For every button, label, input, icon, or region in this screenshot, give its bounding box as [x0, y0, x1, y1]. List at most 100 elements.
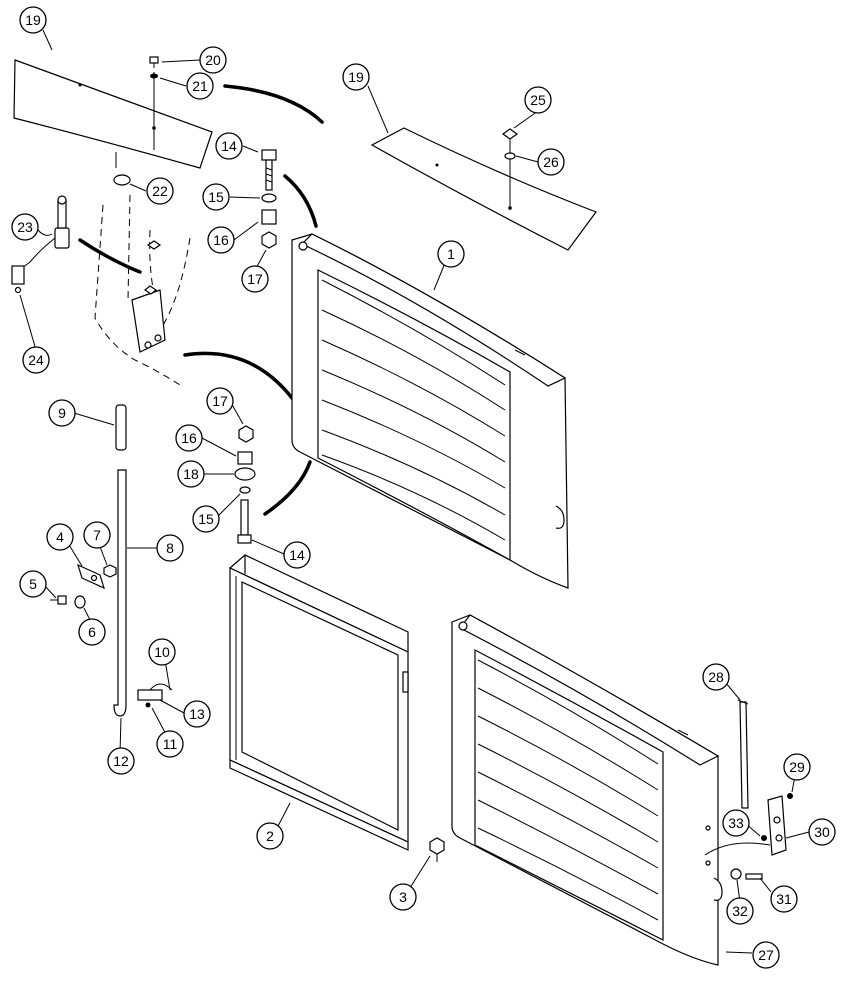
svg-text:22: 22 — [152, 183, 168, 199]
callout-15-lower: 15 — [192, 505, 220, 533]
bolt-14-lower — [237, 499, 252, 544]
callout-14-lower: 14 — [283, 541, 311, 569]
callout-17-top: 17 — [241, 265, 269, 293]
grille-upper — [291, 233, 569, 589]
svg-text:2: 2 — [266, 828, 274, 844]
callout-28: 28 — [702, 663, 730, 691]
motion-arc — [223, 84, 324, 124]
callout-11: 11 — [156, 730, 184, 758]
callout-30: 30 — [808, 818, 836, 846]
callout-6: 6 — [78, 618, 106, 646]
svg-text:3: 3 — [399, 889, 407, 905]
latch-30 — [704, 795, 787, 856]
svg-text:9: 9 — [58, 405, 66, 421]
callout-27: 27 — [752, 941, 780, 969]
callout-17-lower: 17 — [206, 387, 234, 415]
callouts: 19 20 21 22 23 24 14 15 16 17 19 25 26 1… — [11, 6, 836, 969]
cover-plate-right — [370, 127, 597, 251]
svg-text:29: 29 — [789, 759, 805, 775]
svg-text:14: 14 — [221, 138, 237, 154]
svg-text:19: 19 — [348, 69, 364, 85]
svg-text:15: 15 — [198, 511, 214, 527]
svg-text:28: 28 — [708, 669, 724, 685]
svg-text:4: 4 — [56, 529, 64, 545]
washer-15-top — [261, 193, 277, 203]
spacer-16-top — [261, 209, 277, 225]
screw-20 — [149, 56, 159, 68]
bracket-4 — [77, 563, 105, 590]
nut-17-top — [261, 231, 277, 249]
plug-22 — [113, 174, 131, 186]
callout-25: 25 — [524, 86, 552, 114]
nut-33 — [761, 835, 767, 841]
pin-11 — [145, 702, 151, 708]
callout-16-top: 16 — [207, 226, 235, 254]
bolt-31 — [745, 873, 763, 880]
bolt-14-top — [261, 149, 277, 191]
svg-text:10: 10 — [154, 644, 170, 660]
grille-lower — [451, 614, 723, 966]
callout-14-top: 14 — [215, 132, 243, 160]
nut-29 — [787, 793, 793, 799]
svg-text:21: 21 — [192, 78, 208, 94]
callout-33: 33 — [722, 809, 750, 837]
svg-text:24: 24 — [28, 352, 44, 368]
callout-20: 20 — [199, 46, 227, 74]
callout-22: 22 — [146, 177, 174, 205]
washer-21 — [150, 73, 158, 79]
svg-text:20: 20 — [205, 52, 221, 68]
callout-13: 13 — [183, 700, 211, 728]
svg-text:32: 32 — [732, 903, 748, 919]
callout-8: 8 — [156, 534, 184, 562]
callout-29: 29 — [783, 753, 811, 781]
callout-16-lower: 16 — [175, 424, 203, 452]
callout-23: 23 — [11, 213, 39, 241]
parts-line-art — [11, 56, 793, 966]
svg-text:6: 6 — [88, 624, 96, 640]
screen-frame-2 — [228, 554, 409, 851]
callout-3: 3 — [389, 883, 417, 911]
svg-text:15: 15 — [208, 189, 224, 205]
washer-6 — [74, 595, 86, 609]
svg-text:31: 31 — [776, 891, 792, 907]
callout-5: 5 — [19, 570, 47, 598]
latch-23 — [11, 195, 70, 294]
callout-1: 1 — [437, 240, 465, 268]
washer-26 — [504, 152, 516, 160]
callout-24: 24 — [22, 346, 50, 374]
svg-text:30: 30 — [814, 824, 830, 840]
spacer-16-lower — [237, 451, 253, 465]
svg-text:19: 19 — [25, 12, 41, 28]
callout-9: 9 — [48, 399, 76, 427]
callout-4: 4 — [46, 523, 74, 551]
callout-19-right: 19 — [342, 63, 370, 91]
svg-text:17: 17 — [247, 271, 263, 287]
callout-7: 7 — [83, 521, 111, 549]
svg-text:16: 16 — [213, 232, 229, 248]
support-bracket — [131, 240, 166, 353]
nut-17-lower — [238, 425, 254, 443]
bolt-5 — [50, 595, 67, 605]
callout-10: 10 — [148, 638, 176, 666]
svg-text:23: 23 — [17, 219, 33, 235]
rod-8 — [113, 469, 127, 717]
svg-text:12: 12 — [113, 753, 129, 769]
svg-text:1: 1 — [447, 246, 455, 262]
svg-text:26: 26 — [543, 154, 559, 170]
cover-plate-left — [13, 59, 213, 169]
callout-2: 2 — [256, 822, 284, 850]
svg-text:14: 14 — [289, 547, 305, 563]
callout-21: 21 — [186, 72, 214, 100]
callout-32: 32 — [726, 897, 754, 925]
callout-31: 31 — [770, 885, 798, 913]
svg-text:27: 27 — [758, 947, 774, 963]
svg-text:7: 7 — [93, 527, 101, 543]
washer-15-lower — [239, 486, 251, 494]
svg-text:11: 11 — [163, 736, 178, 752]
svg-text:18: 18 — [183, 466, 199, 482]
svg-text:5: 5 — [29, 576, 37, 592]
callout-15-top: 15 — [202, 183, 230, 211]
rod-28 — [739, 701, 749, 809]
svg-text:25: 25 — [530, 92, 546, 108]
